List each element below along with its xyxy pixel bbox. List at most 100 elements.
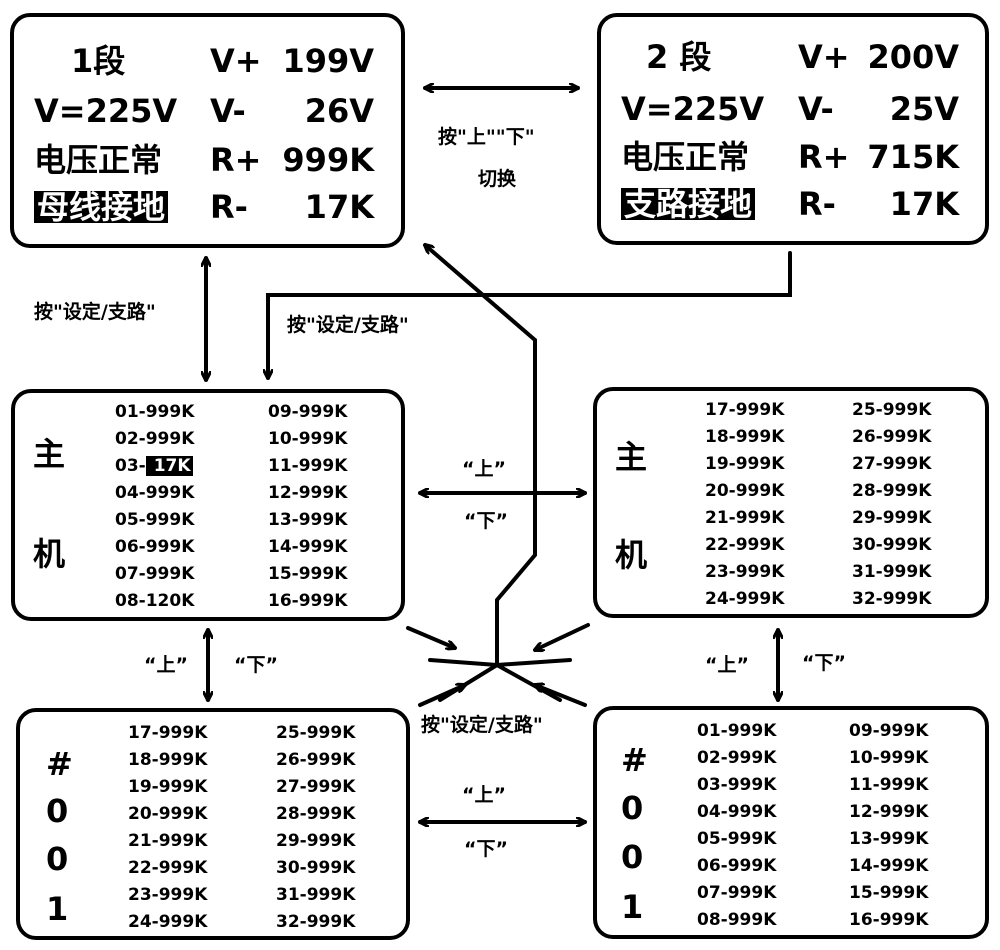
vminus-label: V- (798, 90, 834, 128)
node-panel-left: # 0 0 1 17-999K 18-999K 19-999K 20-999K … (16, 708, 410, 940)
switch-label-line2: 切换 (478, 168, 517, 190)
list-item: 16-999K (849, 910, 929, 930)
side-label: 0 (46, 792, 69, 830)
list-item: 28-999K (276, 804, 356, 824)
list-item: 19-999K (705, 454, 785, 474)
vplus-value: 200V (867, 38, 959, 76)
rplus-label: R+ (798, 138, 850, 176)
state-label: 电压正常 (621, 138, 750, 176)
down-label-right: “下” (802, 652, 846, 674)
list-item: 05-999K (697, 829, 777, 849)
down-label-left: “下” (234, 654, 278, 676)
host-panel-right: 主 机 17-999K 18-999K 19-999K 20-999K 21-9… (593, 387, 989, 618)
down-label-node: “下” (464, 838, 508, 860)
list-item: 22-999K (705, 535, 785, 555)
list-item: 23-999K (128, 885, 208, 905)
list-item: 16-999K (268, 591, 348, 611)
vminus-label: V- (210, 92, 246, 130)
arrow-converge-7 (535, 685, 587, 707)
list-item: 15-999K (849, 883, 929, 903)
list-item: 25-999K (852, 400, 932, 420)
vplus-label: V+ (798, 38, 850, 76)
up-label-node: “上” (462, 784, 506, 806)
switch-label-line1: 按"上""下" (438, 126, 535, 148)
list-item: 02-999K (697, 748, 777, 768)
list-item: 06-999K (697, 856, 777, 876)
arrow-converge-8 (495, 663, 562, 702)
list-item: 14-999K (849, 856, 929, 876)
rplus-label: R+ (210, 141, 262, 179)
list-item: 27-999K (852, 454, 932, 474)
arrow-converge-3 (535, 623, 590, 650)
list-item: 07-999K (115, 564, 195, 584)
list-item: 09-999K (849, 721, 929, 741)
list-item: 32-999K (276, 912, 356, 932)
side-label: 主 (33, 435, 66, 473)
rminus-label: R- (210, 188, 248, 226)
list-item: 07-999K (697, 883, 777, 903)
rminus-label: R- (798, 185, 836, 223)
list-item: 11-999K (849, 775, 929, 795)
list-item: 17-999K (705, 400, 785, 420)
arrow-converge-4 (495, 658, 572, 667)
list-item: 24-999K (128, 912, 208, 932)
list-item: 06-999K (115, 537, 195, 557)
highlight-value: 17K (145, 456, 193, 476)
vplus-value: 199V (282, 42, 374, 80)
branch-list-col1: 01-999K 02-999K 03-17K 04-999K 05-999K 0… (115, 399, 194, 615)
set-branch-label-left: 按"设定/支路" (34, 301, 156, 323)
arrow-return-status1 (425, 245, 537, 667)
list-item: 32-999K (852, 589, 932, 609)
side-label: 主 (615, 438, 648, 476)
list-item: 12-999K (849, 802, 929, 822)
rminus-value: 17K (889, 185, 959, 223)
side-label: 0 (46, 840, 69, 878)
list-item: 04-999K (697, 802, 777, 822)
rplus-value: 999K (282, 141, 374, 179)
branch-list-col2: 25-999K 26-999K 27-999K 28-999K 29-999K … (276, 720, 355, 936)
list-item: 11-999K (268, 456, 348, 476)
list-item: 21-999K (705, 508, 785, 528)
list-item: 10-999K (268, 429, 348, 449)
branch-list-col1: 17-999K 18-999K 19-999K 20-999K 21-999K … (128, 720, 207, 936)
list-item: 26-999K (276, 750, 356, 770)
vplus-label: V+ (210, 42, 262, 80)
side-label: 机 (33, 535, 66, 573)
list-item: 13-999K (268, 510, 348, 530)
arrow-status2-host (268, 251, 792, 380)
list-item: 29-999K (852, 508, 932, 528)
side-label: 0 (621, 789, 644, 827)
list-item: 10-999K (849, 748, 929, 768)
list-item: 03-999K (697, 775, 777, 795)
list-item: 31-999K (852, 562, 932, 582)
node-panel-right: # 0 0 1 01-999K 02-999K 03-999K 04-999K … (593, 706, 989, 939)
up-label-host: “上” (462, 458, 506, 480)
list-item: 20-999K (128, 804, 208, 824)
branch-list-col1: 17-999K 18-999K 19-999K 20-999K 21-999K … (705, 397, 784, 613)
list-item: 02-999K (115, 429, 195, 449)
list-item: 24-999K (705, 589, 785, 609)
list-item: 18-999K (128, 750, 208, 770)
list-item: 17-999K (128, 723, 208, 743)
status-panel-1: 1段 V=225V 电压正常 母线接地 V+ V- R+ R- 199V 26V… (10, 13, 405, 248)
list-item: 04-999K (115, 483, 195, 503)
vminus-value: 26V (304, 92, 374, 130)
list-item: 31-999K (276, 885, 356, 905)
segment-label: 2 段 (646, 38, 712, 76)
arrow-converge-1 (406, 626, 455, 648)
ground-label: 支路接地 (621, 188, 756, 220)
side-label: # (621, 741, 648, 779)
host-panel-left: 主 机 01-999K 02-999K 03-17K 04-999K 05-99… (11, 389, 405, 621)
down-label-host: “下” (464, 510, 508, 532)
rminus-value: 17K (304, 188, 374, 226)
list-item: 26-999K (852, 427, 932, 447)
ground-label: 母线接地 (34, 191, 169, 223)
list-item: 29-999K (276, 831, 356, 851)
list-item: 20-999K (705, 481, 785, 501)
list-item: 25-999K (276, 723, 356, 743)
list-item-highlighted: 03-17K (115, 456, 193, 476)
list-item: 14-999K (268, 537, 348, 557)
branch-list-col2: 25-999K 26-999K 27-999K 28-999K 29-999K … (852, 397, 931, 613)
branch-list-col2: 09-999K 10-999K 11-999K 12-999K 13-999K … (268, 399, 347, 615)
list-item: 18-999K (705, 427, 785, 447)
